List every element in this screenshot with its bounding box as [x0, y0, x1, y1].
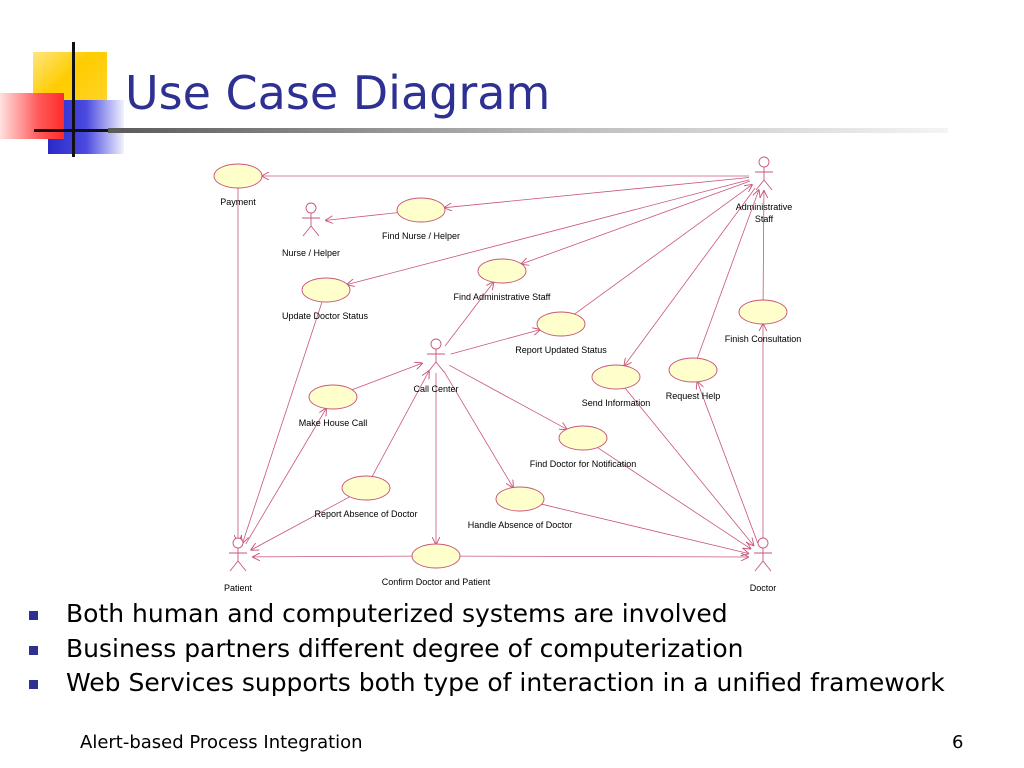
use-case-label: Find Administrative Staff	[454, 292, 551, 302]
connection-arrow	[443, 370, 513, 488]
connection-arrow	[597, 447, 751, 549]
bullet-square-icon	[29, 611, 38, 620]
use-case-report-updated-status: Report Updated Status	[515, 311, 607, 355]
use-case-ellipse	[591, 364, 641, 390]
corner-vertical-line	[72, 42, 75, 157]
use-case-ellipse	[341, 475, 391, 501]
use-case-label: Send Information	[582, 398, 651, 408]
use-case-ellipse	[301, 277, 351, 303]
use-case-ellipse	[396, 197, 446, 223]
use-case-ellipse	[477, 258, 527, 284]
use-case-ellipse	[668, 357, 718, 383]
bullet-square-icon	[29, 680, 38, 689]
corner-horizontal-line	[34, 129, 126, 132]
bullet-square-icon	[29, 645, 38, 655]
connection-arrow	[371, 371, 429, 477]
slide-title: Use Case Diagram	[125, 66, 551, 120]
use-case-label: Report Absence of Doctor	[314, 509, 417, 519]
use-case-label: Report Updated Status	[515, 345, 607, 355]
connection-arrow	[445, 177, 750, 208]
actor-doctor: Doctor	[750, 537, 777, 593]
actor-patient: Patient	[224, 537, 253, 593]
use-case-label: Make House Call	[299, 418, 368, 428]
use-case-send-information: Send Information	[582, 364, 651, 408]
connection-arrow	[541, 503, 749, 553]
actor-label: Call Center	[413, 384, 458, 394]
use-case-finish-consultation: Finish Consultation	[725, 299, 802, 344]
actor-label: Doctor	[750, 583, 777, 593]
use-case-ellipse	[536, 311, 586, 337]
actor-call-center: Call Center	[413, 338, 459, 394]
use-case-ellipse	[558, 425, 608, 451]
use-case-ellipse	[213, 163, 263, 189]
page-number: 6	[952, 732, 964, 753]
use-case-confirm-doctor-and-patient: Confirm Doctor and Patient	[382, 543, 491, 587]
use-case-label: Find Nurse / Helper	[382, 231, 460, 241]
use-case-label: Finish Consultation	[725, 334, 802, 344]
use-case-find-doctor-for-notification: Find Doctor for Notification	[530, 425, 637, 469]
bullet-text: Business partners different degree of co…	[66, 633, 744, 663]
connection-arrow	[449, 364, 567, 429]
connection-lines	[238, 176, 764, 557]
connection-arrow	[459, 556, 748, 557]
footer-text: Alert-based Process Integration	[80, 732, 363, 753]
bullet-list: Both human and computerized systems are …	[28, 597, 945, 701]
use-case-label: Update Doctor Status	[282, 311, 369, 321]
connection-arrow	[624, 387, 753, 545]
use-case-ellipse	[495, 486, 545, 512]
connection-arrow	[450, 330, 540, 355]
stick-figure-icon	[229, 537, 247, 572]
connection-arrow	[251, 496, 350, 550]
use-case-label: Find Doctor for Notification	[530, 459, 637, 469]
use-case-label: Request Help	[666, 391, 721, 401]
use-case-label: Confirm Doctor and Patient	[382, 577, 491, 587]
connection-arrow	[347, 179, 750, 285]
connection-arrow	[243, 301, 323, 543]
use-case-handle-absence-of-doctor: Handle Absence of Doctor	[468, 486, 573, 530]
use-case-find-administrative-staff: Find Administrative Staff	[454, 258, 551, 302]
connection-arrow	[696, 190, 759, 359]
connection-arrow	[697, 382, 759, 544]
use-case-ellipse	[308, 384, 358, 410]
connection-arrow	[763, 191, 764, 301]
title-underline	[108, 128, 948, 133]
use-case-ellipse	[411, 543, 461, 569]
bullet-item: Both human and computerized systems are …	[28, 597, 945, 632]
stick-figure-icon	[754, 537, 772, 572]
connection-arrow	[245, 409, 327, 545]
use-case-find-nurse-helper: Find Nurse / Helper	[382, 197, 460, 241]
stick-figure-icon	[755, 156, 773, 191]
use-case-make-house-call: Make House Call	[299, 384, 368, 428]
use-case-report-absence-of-doctor: Report Absence of Doctor	[314, 475, 418, 519]
use-case-payment: Payment	[213, 163, 263, 207]
connection-arrow	[444, 282, 493, 347]
connection-arrow	[326, 212, 398, 221]
bullet-item: Business partners different degree of co…	[28, 632, 945, 667]
connection-arrow	[351, 363, 422, 391]
stick-figure-icon	[302, 202, 320, 237]
use-case-label: Payment	[220, 197, 256, 207]
stick-figure-icon	[427, 338, 445, 373]
actor-label: Administrative	[736, 202, 793, 212]
actor-nurse-helper: Nurse / Helper	[282, 202, 340, 258]
use-case-update-doctor-status: Update Doctor Status	[282, 277, 369, 321]
use-case-ellipse	[738, 299, 788, 325]
actor-label: Staff	[755, 214, 774, 224]
actor-label: Nurse / Helper	[282, 248, 340, 258]
actor-label: Patient	[224, 583, 253, 593]
use-case-label: Handle Absence of Doctor	[468, 520, 573, 530]
bullet-item: Web Services supports both type of inter…	[28, 666, 945, 701]
connection-arrow	[624, 187, 756, 366]
use-case-request-help: Request Help	[666, 357, 721, 401]
bullet-text: Web Services supports both type of inter…	[66, 668, 945, 697]
bullet-text: Both human and computerized systems are …	[66, 599, 728, 628]
connection-arrow	[521, 180, 751, 264]
connection-arrow	[253, 556, 413, 557]
connection-arrow	[574, 185, 752, 315]
